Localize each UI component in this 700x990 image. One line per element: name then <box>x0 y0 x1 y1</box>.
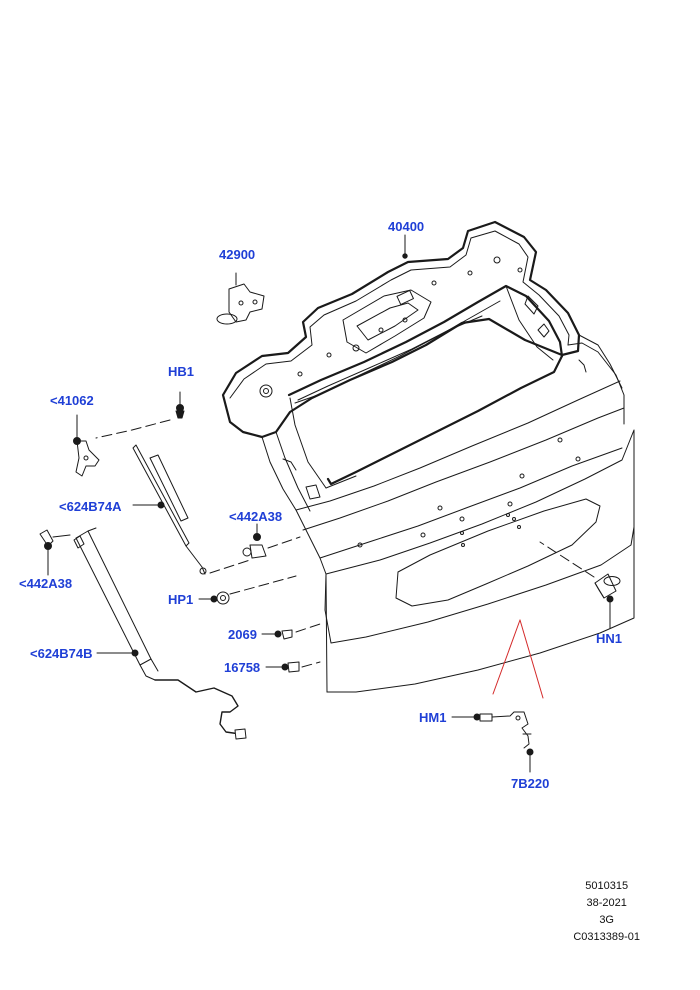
pin-hp1 <box>198 575 297 605</box>
callout-41062[interactable]: <41062 <box>50 393 94 408</box>
bracket-41062 <box>73 414 100 477</box>
callout-442a38-lower[interactable]: <442A38 <box>19 576 73 591</box>
callout-hm1[interactable]: HM1 <box>419 710 447 725</box>
fastener-16758 <box>265 661 321 673</box>
tailgate-inner-frame <box>221 220 625 575</box>
hinge-42900 <box>216 272 265 325</box>
ball-joint-442a38-lower <box>39 529 71 576</box>
indicator-lines <box>492 619 544 699</box>
ball-joint-442a38-upper <box>242 523 301 559</box>
callout-624b74b[interactable]: <624B74B <box>30 646 93 661</box>
bump-stop-hn1 <box>539 541 621 629</box>
bolt-hb1 <box>95 391 185 439</box>
sensor-7b220 <box>451 711 534 773</box>
callout-42900[interactable]: 42900 <box>219 247 256 262</box>
callout-hn1[interactable]: HN1 <box>596 631 623 646</box>
reference-line-4: C0313389-01 <box>573 931 640 943</box>
fastener-2069 <box>261 623 321 640</box>
reference-block: 5010315 38-2021 3G C0313389-01 <box>573 878 640 946</box>
callout-hb1[interactable]: HB1 <box>168 364 195 379</box>
leader-lines <box>402 234 408 259</box>
gas-strut-624b74b <box>73 527 247 740</box>
callout-7b220[interactable]: 7B220 <box>511 776 550 791</box>
reference-line-1: 5010315 <box>585 880 629 892</box>
callout-16758[interactable]: 16758 <box>224 660 261 675</box>
tailgate-outer-panel <box>324 429 635 693</box>
callout-40400[interactable]: 40400 <box>388 219 425 234</box>
callout-2069[interactable]: 2069 <box>228 627 257 642</box>
gas-strut-624b74a <box>132 444 251 575</box>
callout-hp1[interactable]: HP1 <box>168 592 194 607</box>
callout-624b74a[interactable]: <624B74A <box>59 499 122 514</box>
callout-442a38-upper[interactable]: <442A38 <box>229 509 283 524</box>
reference-line-3: 3G <box>599 914 614 926</box>
reference-line-2: 38-2021 <box>586 897 627 909</box>
